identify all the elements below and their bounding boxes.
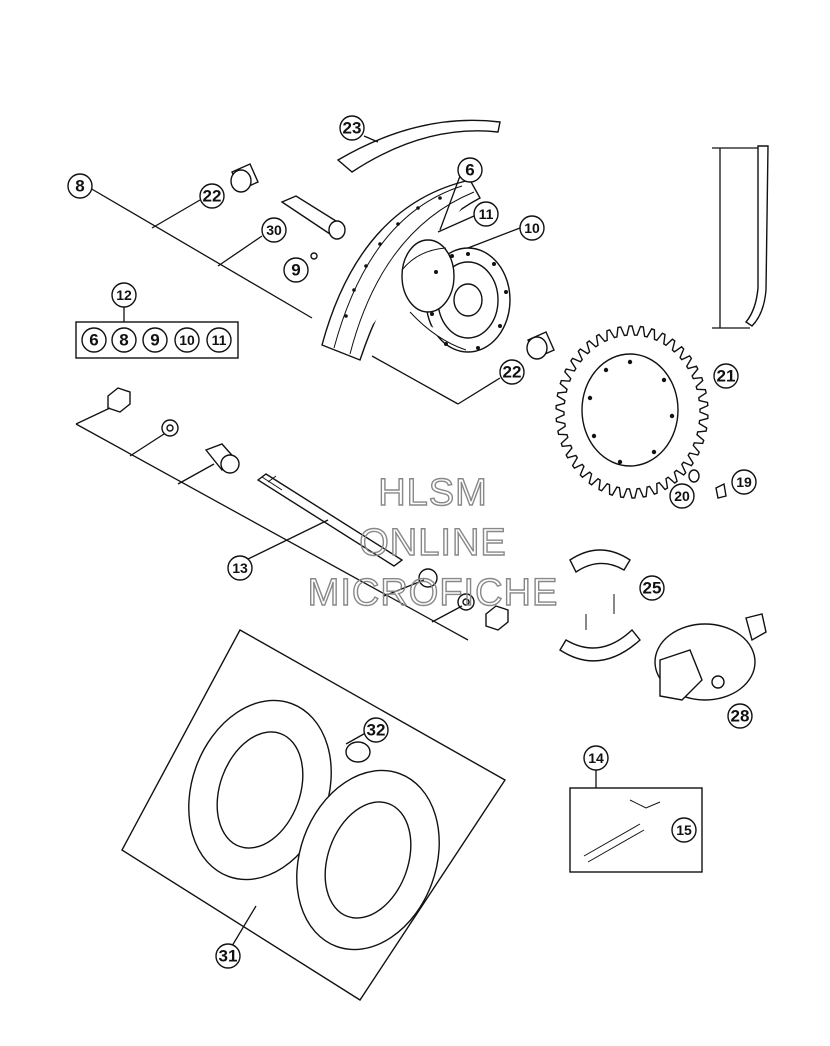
leader-lines: [75, 175, 597, 947]
callout-21: 21: [713, 363, 739, 389]
watermark-line-3: MICROFICHE: [308, 572, 559, 614]
svg-text:11: 11: [479, 206, 494, 222]
svg-text:22: 22: [203, 187, 222, 206]
watermark: HLSM ONLINE MICROFICHE: [307, 471, 559, 614]
svg-text:32: 32: [367, 721, 386, 740]
svg-text:15: 15: [676, 822, 692, 838]
callout-9: 9: [283, 257, 309, 283]
rear-axle: [256, 473, 404, 567]
kit-item-6: 6: [81, 327, 107, 353]
callout-15: 15: [671, 817, 697, 843]
callout-20: 20: [669, 483, 695, 509]
decal-sheet: [121, 629, 506, 1001]
callout-23: 23: [339, 115, 365, 141]
svg-text:10: 10: [179, 332, 195, 348]
axle-washer-left: [161, 419, 179, 437]
decal-disc-right: [296, 769, 440, 951]
svg-text:6: 6: [465, 161, 474, 180]
svg-text:22: 22: [503, 363, 522, 382]
svg-text:21: 21: [717, 367, 736, 386]
callout-13: 13: [227, 555, 253, 581]
wheel-bearing-top: [230, 163, 259, 193]
svg-text:20: 20: [674, 488, 690, 504]
svg-text:28: 28: [731, 707, 750, 726]
axle-nut-left: [107, 387, 131, 413]
svg-text:8: 8: [75, 177, 84, 196]
callout-11: 11: [473, 201, 499, 227]
svg-text:25: 25: [643, 579, 662, 598]
svg-text:12: 12: [116, 287, 132, 303]
svg-text:30: 30: [266, 222, 282, 238]
svg-text:6: 6: [89, 331, 98, 350]
svg-text:23: 23: [343, 119, 362, 138]
svg-text:31: 31: [219, 947, 238, 966]
callout-19: 19: [731, 469, 757, 495]
callout-12: 12: [111, 282, 137, 308]
hub-spacer: [280, 195, 346, 240]
axle-spacer-right: [418, 568, 438, 588]
svg-text:9: 9: [291, 261, 300, 280]
svg-text:19: 19: [736, 474, 752, 490]
spoke: [712, 145, 769, 329]
rim-strip-segment: [336, 119, 501, 173]
kit-item-9: 9: [142, 327, 168, 353]
svg-text:10: 10: [524, 220, 540, 236]
callout-10: 10: [519, 215, 545, 241]
kit-item-10: 10: [174, 327, 200, 353]
watermark-line-2: ONLINE: [359, 522, 506, 564]
decal-disc-left: [188, 699, 332, 881]
axle-spacer-left: [204, 443, 240, 474]
callout-32: 32: [363, 717, 389, 743]
callout-14: 14: [583, 745, 609, 771]
callout-22-bottom: 22: [499, 359, 525, 385]
svg-text:13: 13: [232, 560, 248, 576]
callouts: 23 8 22 6 11 10 30 9 12 6 8 9 10 11 22 2…: [67, 115, 757, 969]
callout-25: 25: [639, 575, 665, 601]
axle-nut-right: [485, 605, 509, 631]
svg-text:14: 14: [588, 750, 604, 766]
callout-6: 6: [457, 157, 483, 183]
callout-31: 31: [215, 943, 241, 969]
leader-23: [363, 135, 379, 143]
callout-8: 8: [67, 173, 93, 199]
callout-22-top: 22: [199, 183, 225, 209]
svg-text:9: 9: [150, 331, 159, 350]
brake-shoes: [559, 549, 641, 662]
svg-text:11: 11: [212, 332, 227, 348]
callout-28: 28: [727, 703, 753, 729]
callout-30: 30: [261, 217, 287, 243]
rear-sprocket: [555, 325, 709, 499]
repair-kit-box: 6 8 9 10 11: [75, 321, 239, 359]
spoke-nipple: [310, 252, 318, 260]
wheel-hub: [401, 239, 511, 353]
wheel-bearing-bottom: [526, 331, 555, 360]
svg-text:8: 8: [119, 331, 128, 350]
sprocket-bolt: [688, 469, 727, 499]
kit-item-8: 8: [111, 327, 137, 353]
kit-item-11: 11: [206, 327, 232, 353]
watermark-line-1: HLSM: [378, 472, 488, 514]
brake-backing-plate: [654, 613, 767, 701]
